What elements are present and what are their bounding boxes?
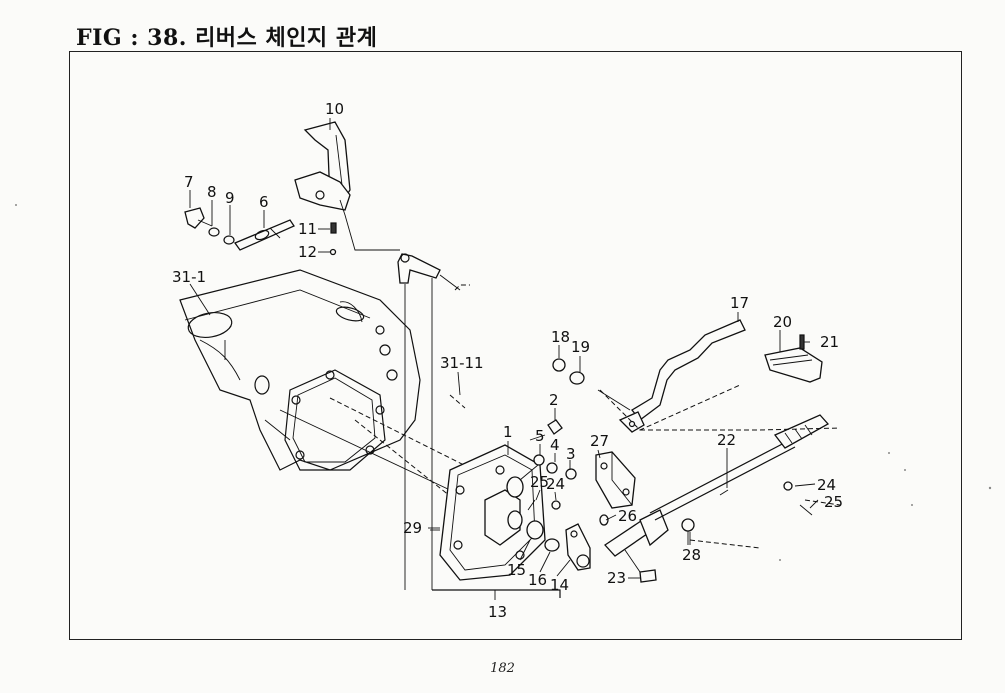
callout-11: 11: [298, 220, 317, 238]
callout-26: 26: [618, 507, 637, 525]
scan-noise: [15, 204, 992, 561]
nut: [599, 514, 609, 526]
pin: [799, 334, 805, 350]
callout-12: 12: [298, 243, 317, 261]
spring-pin: [330, 222, 337, 234]
bolt-washers: [184, 207, 235, 245]
lever-assembly: [526, 520, 591, 571]
assembly-line: [599, 384, 741, 431]
callout-7: 7: [184, 173, 194, 191]
assembly-line: [689, 539, 761, 549]
callout-22: 22: [717, 431, 736, 449]
callout-25b: 25: [824, 493, 843, 511]
pedal-pad: [764, 347, 823, 383]
reverse-lever: [597, 319, 746, 433]
shift-fork: [294, 121, 351, 211]
page-number: 182: [490, 661, 515, 676]
callout-27: 27: [590, 432, 609, 450]
cover-bolts: [519, 419, 577, 481]
callout-6: 6: [259, 193, 269, 211]
shift-rod: [233, 219, 295, 251]
assembly-line: [804, 499, 841, 506]
callout-28: 28: [682, 546, 701, 564]
callout-29: 29: [403, 519, 422, 537]
callout-5: 5: [535, 427, 545, 445]
callout-25: 25: [530, 473, 549, 491]
cotter-pin: [527, 499, 536, 511]
callout-2: 2: [549, 391, 559, 409]
cover-plate: [430, 444, 546, 581]
callout-31-1: 31-1: [172, 268, 206, 286]
callout-labels: 10 7 8 9 6 11 12 31-1 31-11 17 20 21 18 …: [172, 100, 843, 621]
callout-19: 19: [571, 338, 590, 356]
nut: [552, 358, 566, 372]
callout-16: 16: [528, 571, 547, 589]
callout-13: 13: [488, 603, 507, 621]
assembly-line: [329, 397, 471, 469]
callout-20: 20: [773, 313, 792, 331]
callout-17: 17: [730, 294, 749, 312]
callout-21: 21: [820, 333, 839, 351]
bracket: [595, 451, 636, 509]
callout-3: 3: [566, 445, 576, 463]
group-bracket: [432, 589, 561, 598]
callout-31-11: 31-11: [440, 354, 484, 372]
snap-ring: [551, 500, 561, 510]
callout-15: 15: [507, 561, 526, 579]
assembly-line: [454, 284, 470, 291]
snap-ring: [783, 481, 793, 491]
ball: [329, 248, 337, 256]
callout-14: 14: [550, 576, 569, 594]
callout-23: 23: [607, 569, 626, 587]
reverse-rod: [649, 414, 830, 521]
callout-9: 9: [225, 189, 235, 207]
callout-10: 10: [325, 100, 344, 118]
figure-title: FIG : 38. 리버스 체인지 관계: [76, 25, 378, 51]
callout-8: 8: [207, 183, 217, 201]
cotter-pin: [799, 504, 813, 516]
leader-lines: [189, 118, 819, 579]
callout-18: 18: [551, 328, 570, 346]
washer: [569, 371, 585, 385]
callout-24b: 24: [817, 476, 836, 494]
callout-4: 4: [550, 436, 560, 454]
pin: [449, 394, 466, 409]
diagram-frame: [69, 51, 962, 640]
assembly-line: [640, 427, 841, 431]
callout-1: 1: [503, 423, 513, 441]
rod-clevis: [604, 509, 695, 583]
fork-shaft-arm: [397, 253, 441, 284]
callout-24: 24: [546, 475, 565, 493]
transmission-case: [179, 269, 421, 471]
